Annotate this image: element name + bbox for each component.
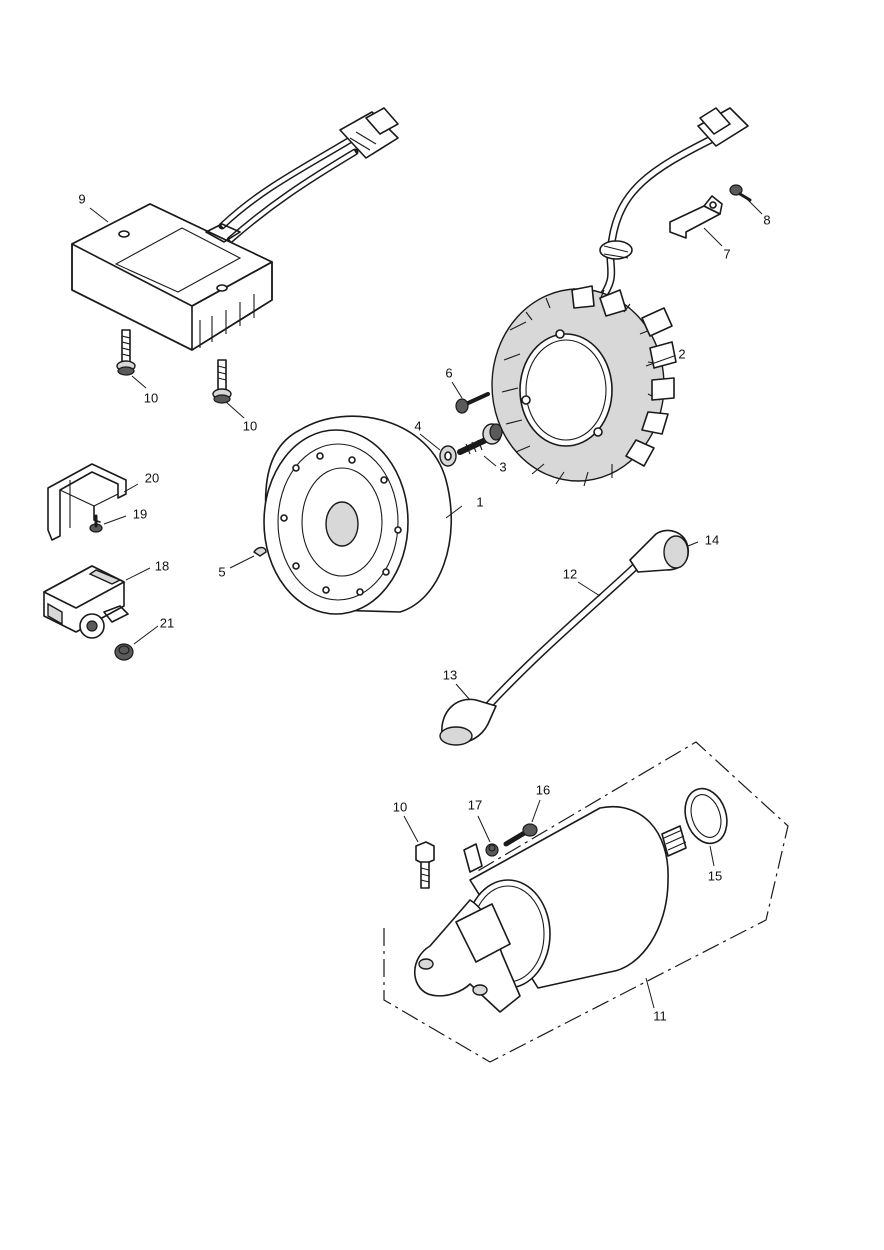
callout-18: 18 [155,558,169,573]
callout-17: 17 [468,797,482,812]
callout-4: 4 [414,418,421,433]
callout-19: 19 [133,506,147,521]
callout-7: 7 [723,246,730,261]
regulator-bolt-left [116,329,136,376]
callout-6: 6 [445,365,452,380]
o-ring [684,787,728,845]
wire-clamp-bracket [669,195,723,239]
callout-2: 2 [678,346,685,361]
stator-core [491,285,677,487]
callout-5: 5 [218,564,225,579]
regulator-connector [339,107,399,159]
callout-15: 15 [708,868,722,883]
starter-motor [414,805,687,1013]
callout-labels: 1 2 3 4 5 6 7 8 9 10 10 10 11 12 13 14 1… [78,191,770,1023]
callout-14: 14 [705,532,719,547]
cable-boot-upper [629,529,690,573]
starter-cable [484,562,640,710]
callout-3: 3 [499,459,506,474]
callout-21: 21 [160,615,174,630]
callout-13: 13 [443,667,457,682]
callout-10-regulator-left: 10 [144,390,158,405]
flywheel [263,415,453,615]
washer [439,445,457,467]
regulator-bolt-right [212,359,232,404]
stator-screw [455,392,490,414]
regulator-rectifier [71,107,399,351]
assembly-boundary [383,741,789,1063]
leader-lines [89,195,763,1009]
starter-nut-17 [485,843,499,857]
starter-bolt-10 [415,841,435,889]
starter-shaft [661,825,687,857]
callout-9: 9 [78,191,85,206]
woodruff-key [253,546,267,557]
flywheel-bolt [457,423,503,455]
relay-bracket [47,463,127,541]
bracket-screw [729,184,752,202]
callout-8: 8 [763,212,770,227]
starter-relay [43,565,129,639]
relay-nut [114,643,134,661]
callout-10-regulator-right: 10 [243,418,257,433]
callout-16: 16 [536,782,550,797]
callout-11: 11 [653,1008,667,1023]
cable-boot-lower [439,698,497,746]
stator [491,107,749,487]
callout-12: 12 [563,566,577,581]
bracket-screw-19 [89,514,103,533]
callout-10-starter: 10 [393,799,407,814]
callout-1: 1 [476,494,483,509]
starter-bolt-16 [503,823,538,847]
stator-connector [697,107,749,147]
callout-20: 20 [145,470,159,485]
